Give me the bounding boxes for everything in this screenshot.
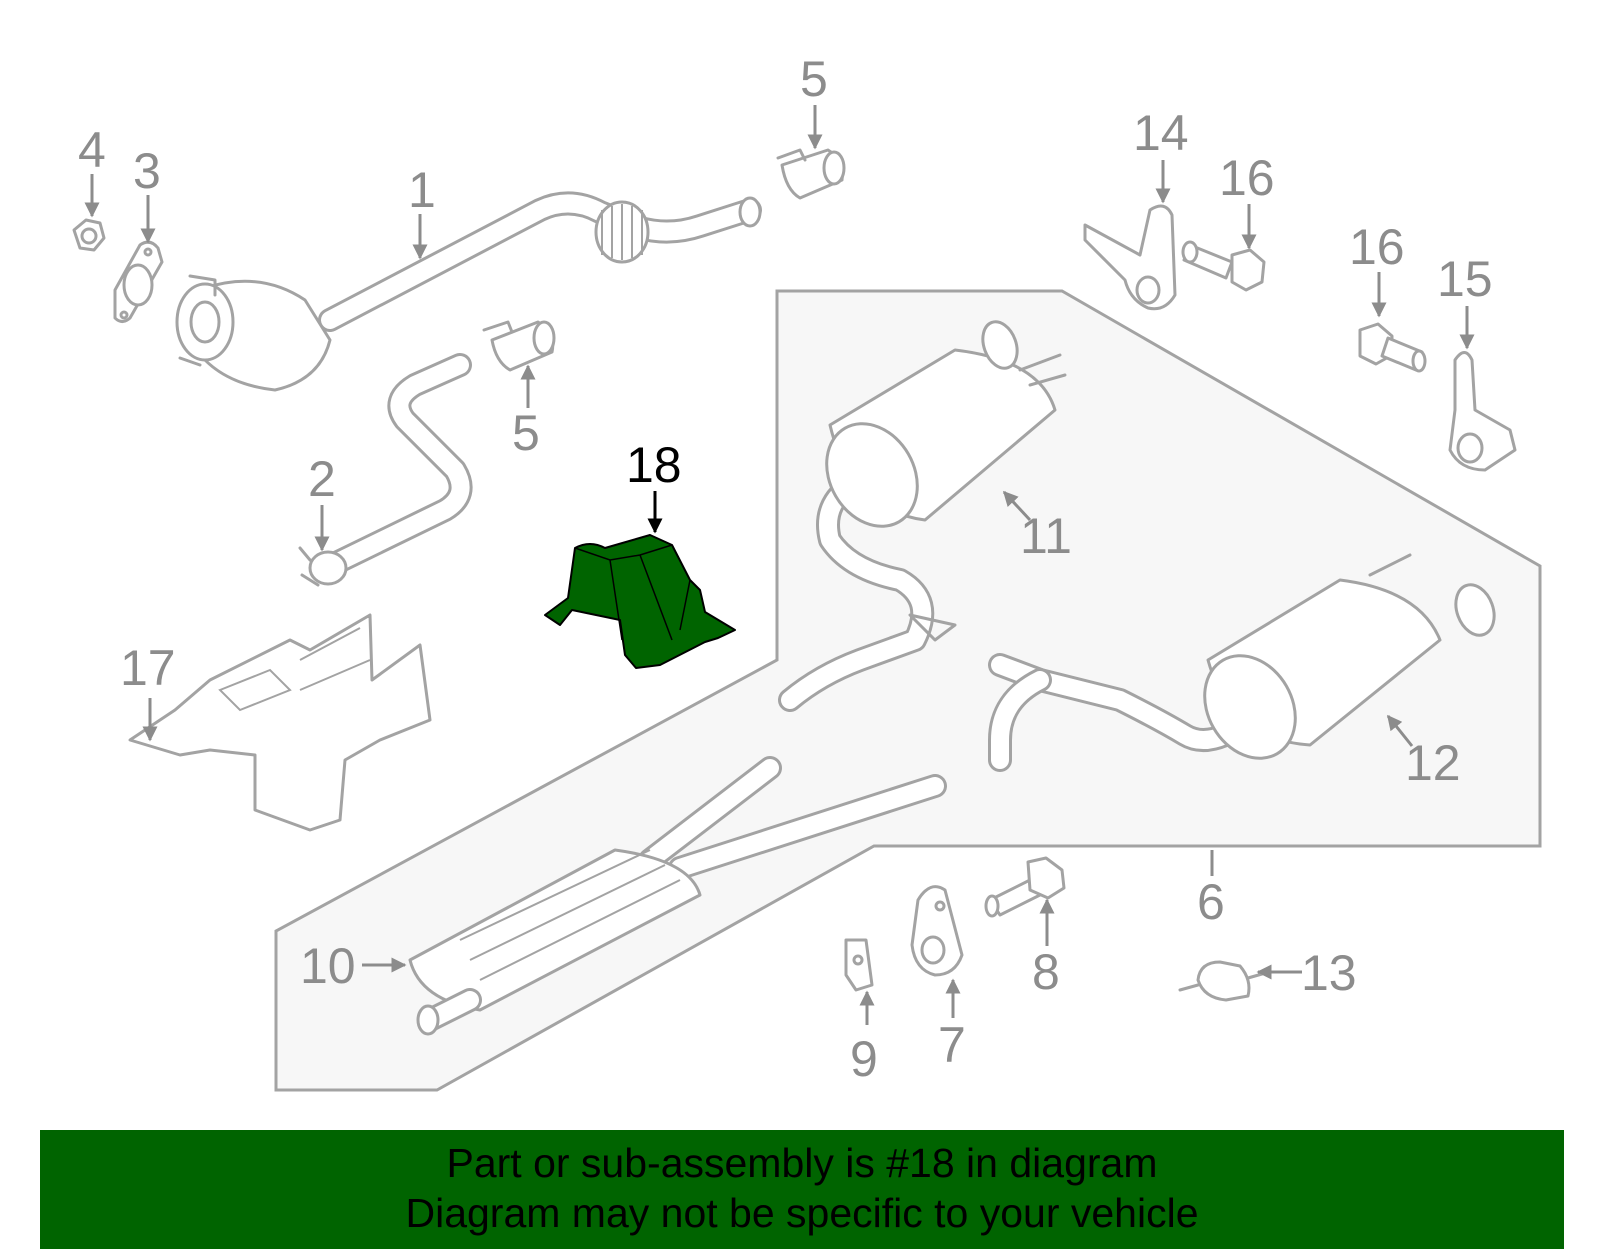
part-9-clip[interactable] bbox=[844, 938, 874, 992]
part-7-hanger[interactable] bbox=[910, 885, 964, 977]
part-1-front-pipe[interactable] bbox=[175, 191, 762, 392]
callout-6: 6 bbox=[1197, 874, 1225, 930]
callout-4: 4 bbox=[78, 122, 106, 178]
callout-7: 7 bbox=[938, 1017, 966, 1073]
callout-5-lower: 5 bbox=[512, 405, 540, 461]
part-3-gasket[interactable] bbox=[113, 240, 164, 323]
callout-12: 12 bbox=[1405, 735, 1461, 791]
part-11-front-muffler[interactable] bbox=[778, 317, 1067, 712]
part-5-clamp-upper[interactable] bbox=[776, 148, 846, 200]
callout-9: 9 bbox=[850, 1031, 878, 1087]
part-4-nut[interactable] bbox=[72, 218, 106, 252]
part-15-bracket[interactable] bbox=[1448, 351, 1517, 472]
part-12-rear-muffler[interactable] bbox=[988, 553, 1501, 775]
callout-10: 10 bbox=[300, 938, 356, 994]
callout-1: 1 bbox=[408, 162, 436, 218]
callout-13: 13 bbox=[1301, 945, 1357, 1001]
callout-17: 17 bbox=[120, 640, 176, 696]
part-14-bracket[interactable] bbox=[1083, 204, 1177, 311]
banner-line-part: Part or sub-assembly is #18 in diagram bbox=[446, 1140, 1158, 1186]
part-17-heat-shield[interactable] bbox=[128, 613, 432, 832]
callout-2: 2 bbox=[308, 451, 336, 507]
part-2-intermediate-pipe[interactable] bbox=[298, 353, 473, 587]
part-16-bolt-lower[interactable] bbox=[1358, 322, 1427, 373]
callout-16-upper: 16 bbox=[1219, 150, 1275, 206]
part-8-bolt[interactable] bbox=[984, 856, 1066, 918]
part-13-isolator[interactable] bbox=[1178, 960, 1264, 1002]
callout-14: 14 bbox=[1133, 105, 1189, 161]
part-10-center-resonator[interactable] bbox=[408, 756, 947, 1036]
callout-8: 8 bbox=[1032, 944, 1060, 1000]
callout-3: 3 bbox=[133, 143, 161, 199]
callout-arrows bbox=[84, 105, 1475, 1025]
part-5-clamp-lower[interactable] bbox=[482, 320, 556, 372]
callout-5-upper: 5 bbox=[800, 51, 828, 107]
part-16-bolt-upper[interactable] bbox=[1181, 240, 1266, 292]
info-banner: Part or sub-assembly is #18 in diagram D… bbox=[40, 1130, 1564, 1249]
callout-15: 15 bbox=[1437, 251, 1493, 307]
callout-18: 18 bbox=[626, 437, 682, 493]
callout-11: 11 bbox=[1020, 508, 1072, 564]
part-18-heat-shield-highlighted[interactable] bbox=[544, 534, 736, 669]
banner-line-disclaimer: Diagram may not be specific to your vehi… bbox=[405, 1190, 1199, 1236]
callout-16-lower: 16 bbox=[1349, 219, 1405, 275]
callout-labels: 1 2 3 4 5 5 6 7 8 9 10 11 12 13 14 15 16… bbox=[78, 51, 1493, 1087]
